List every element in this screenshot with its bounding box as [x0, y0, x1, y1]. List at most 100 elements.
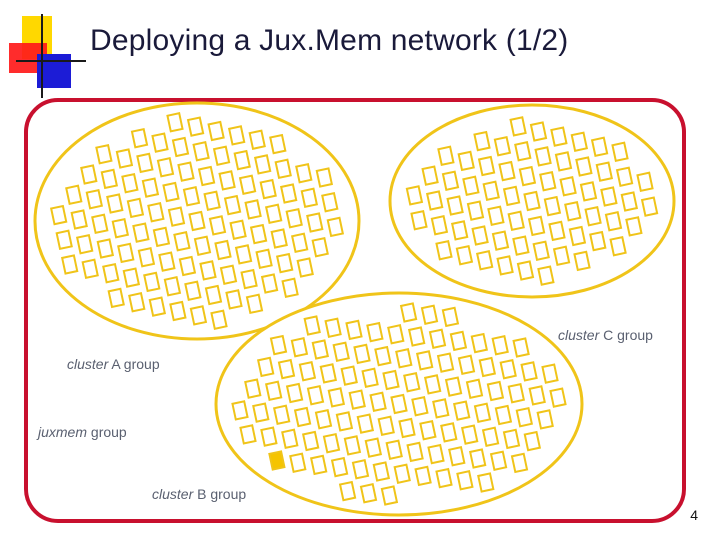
- peer-node: [130, 127, 149, 149]
- peer-node: [589, 230, 607, 252]
- peer-node: [369, 391, 387, 413]
- peer-node: [423, 374, 442, 395]
- peer-node: [210, 309, 228, 330]
- peer-node: [214, 239, 232, 261]
- peer-node: [528, 385, 546, 406]
- peer-node: [640, 196, 659, 217]
- peer-node: [446, 195, 464, 216]
- peer-node: [192, 141, 210, 162]
- peer-node: [486, 380, 505, 402]
- peer-node: [270, 228, 288, 249]
- peer-node: [481, 426, 500, 448]
- peer-node: [382, 369, 400, 391]
- peer-node: [315, 167, 334, 188]
- peer-node: [462, 175, 480, 197]
- peer-node: [177, 161, 195, 182]
- peer-node: [604, 211, 623, 232]
- peer-node: [193, 235, 212, 256]
- peer-node: [361, 367, 379, 389]
- peer-node: [233, 149, 251, 171]
- peer-node: [102, 262, 120, 284]
- peer-node: [264, 380, 283, 402]
- peer-node: [166, 112, 184, 133]
- peer-node: [548, 220, 566, 242]
- peer-node: [95, 143, 113, 165]
- peer-node: [141, 177, 160, 198]
- peer-node: [512, 337, 530, 358]
- peer-node: [421, 165, 439, 186]
- peer-node: [279, 183, 298, 204]
- peer-node: [234, 244, 253, 265]
- peer-node: [482, 180, 500, 202]
- peer-node: [436, 352, 455, 373]
- peer-node: [498, 160, 516, 182]
- peer-node: [223, 194, 242, 216]
- peer-node: [499, 358, 517, 380]
- peer-node: [260, 273, 279, 294]
- peer-node: [338, 480, 357, 502]
- peer-node: [259, 178, 277, 200]
- peer-node: [126, 197, 145, 219]
- peer-node: [100, 168, 119, 190]
- peer-node: [65, 184, 83, 206]
- peer-node: [444, 376, 463, 397]
- peer-node: [326, 216, 345, 238]
- decor-vertical-line: [41, 14, 43, 98]
- peer-node: [356, 413, 375, 434]
- peer-node: [570, 131, 589, 152]
- peer-node: [512, 235, 530, 256]
- peer-node: [448, 446, 466, 467]
- peer-node: [510, 452, 529, 474]
- peer-node: [324, 317, 342, 338]
- peer-node: [564, 200, 582, 222]
- peer-node: [272, 404, 291, 426]
- slide-title: Deploying a Jux.Mem network (1/2): [90, 24, 569, 57]
- peer-node: [609, 235, 627, 257]
- peer-node: [471, 225, 489, 246]
- peer-node: [470, 332, 489, 354]
- peer-node: [611, 141, 629, 163]
- peer-node: [148, 296, 167, 317]
- peer-node: [207, 120, 225, 142]
- peer-node: [374, 345, 392, 367]
- peer-node: [122, 267, 141, 288]
- peer-node: [343, 435, 362, 456]
- peer-node: [298, 360, 317, 382]
- peer-node: [457, 354, 476, 376]
- peer-node: [405, 185, 424, 206]
- peer-node: [330, 456, 349, 478]
- peer-node: [91, 213, 109, 235]
- peer-node: [290, 337, 309, 358]
- peer-node: [197, 165, 216, 187]
- peer-node: [256, 356, 275, 378]
- peer-node: [568, 225, 587, 247]
- peer-node: [441, 170, 460, 191]
- peer-node: [449, 330, 468, 352]
- peer-node: [137, 247, 156, 268]
- peer-node: [208, 215, 227, 236]
- peer-node: [340, 365, 358, 386]
- peer-node: [204, 284, 223, 306]
- peer-node: [290, 232, 309, 254]
- peer-node: [260, 426, 278, 447]
- peer-node: [502, 428, 521, 450]
- peer-node: [151, 132, 169, 153]
- peer-node: [106, 193, 124, 214]
- cluster-manager-node: [268, 450, 286, 471]
- peer-node: [520, 361, 538, 382]
- peer-node: [335, 411, 354, 432]
- peer-node: [380, 485, 399, 506]
- peer-node: [415, 350, 434, 371]
- peer-node: [455, 244, 474, 266]
- peer-node: [395, 348, 413, 369]
- peer-node: [189, 305, 208, 326]
- peer-node: [410, 209, 428, 231]
- peer-node: [147, 202, 165, 223]
- peer-node: [496, 255, 514, 276]
- peer-node: [419, 419, 437, 441]
- peer-node: [515, 406, 534, 428]
- peer-node: [516, 260, 535, 281]
- peer-node: [478, 356, 497, 378]
- juxmem-group-label: juxmem group: [38, 424, 127, 440]
- peer-node: [428, 328, 447, 349]
